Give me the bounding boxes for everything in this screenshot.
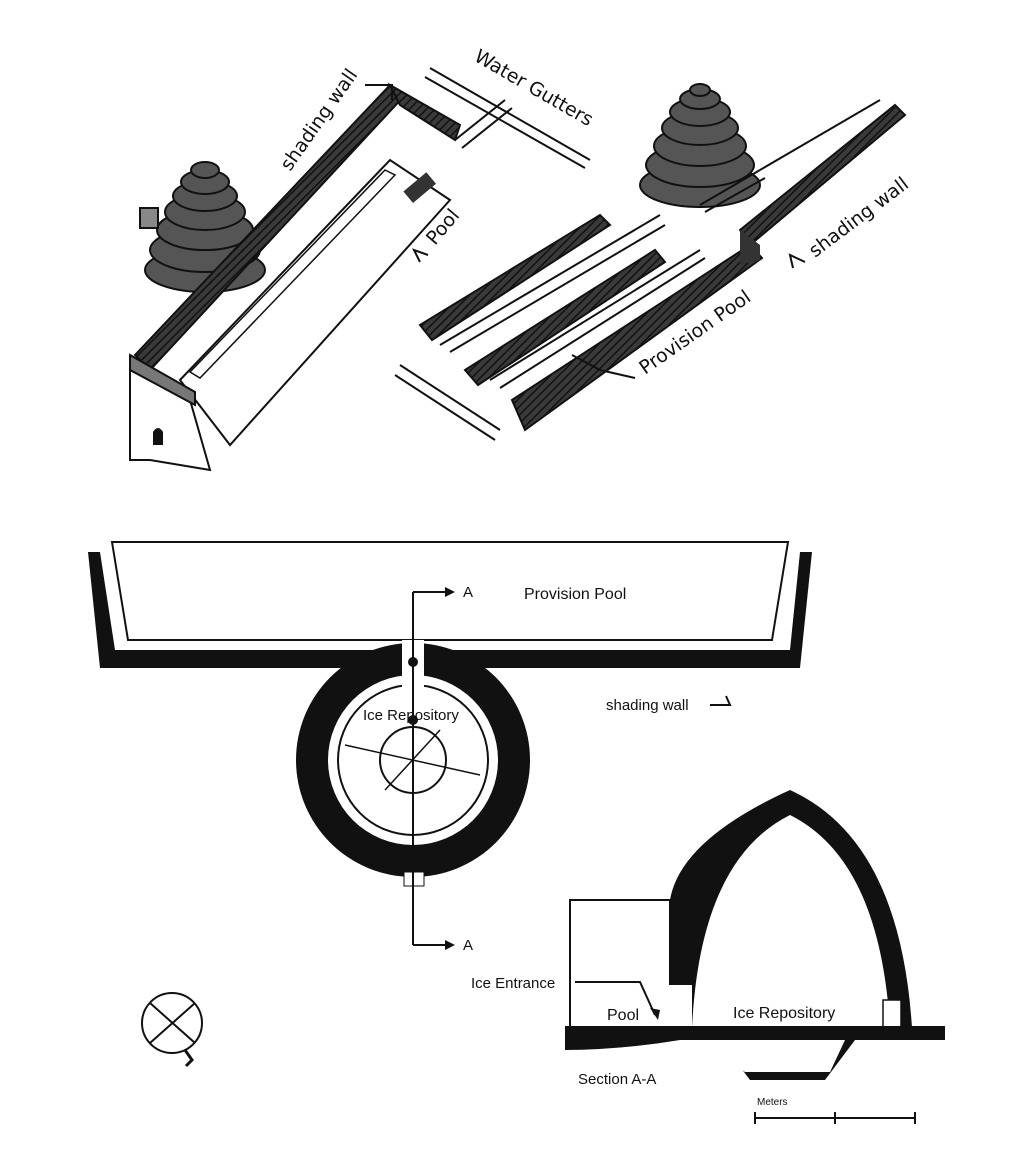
label-ice-entrance: Ice Entrance: [471, 975, 555, 992]
label-ice-repository-section: Ice Repository: [733, 1005, 835, 1022]
isometric-right-drawing: [394, 83, 907, 441]
plan-drawing: [88, 541, 812, 1068]
section-pool-box: [569, 899, 671, 1029]
label-provision-pool-plan: Provision Pool: [524, 586, 626, 603]
dome-right: [639, 83, 761, 208]
label-shading-wall-left: shading wall: [276, 65, 362, 175]
label-scale: Meters: [757, 1097, 788, 1108]
shading-wall-right: [738, 103, 907, 247]
label-section-title: Section A-A: [578, 1071, 656, 1088]
scale-bar: [754, 1112, 916, 1124]
section-drawing: [565, 790, 945, 1124]
label-pool-section: Pool: [607, 1007, 639, 1024]
provision-wall-3: [510, 243, 764, 432]
provision-wall-2: [463, 248, 667, 387]
section-dome: [670, 790, 912, 1028]
label-water-gutters: Water Gutters: [471, 45, 597, 131]
north-arrow-icon: [141, 992, 203, 1068]
pool-left: [178, 158, 452, 447]
label-section-mark-top: A: [463, 584, 473, 601]
plan-provision-pool: [110, 541, 790, 641]
label-shading-wall-plan: shading wall: [606, 697, 689, 714]
dome-left: [139, 161, 266, 293]
label-ice-repository-plan: Ice Repository: [363, 707, 459, 724]
label-section-mark-bottom: A: [463, 937, 473, 954]
isometric-left-drawing: [129, 67, 591, 472]
provision-wall-1: [418, 213, 612, 342]
